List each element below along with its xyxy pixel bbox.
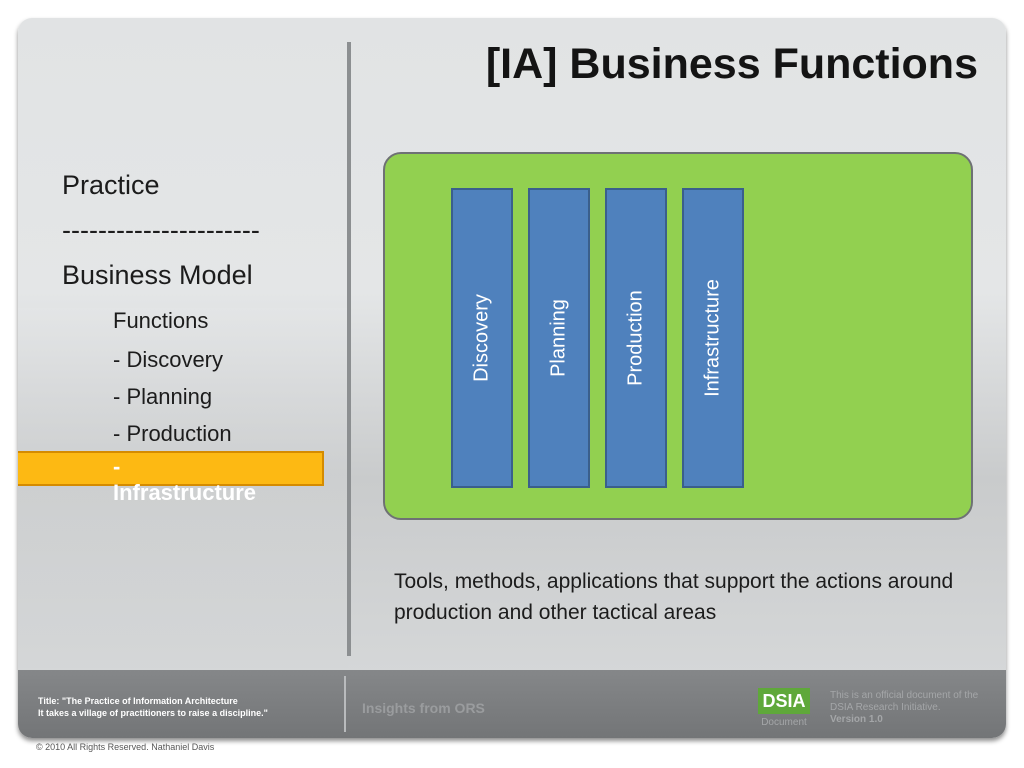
copyright-text: © 2010 All Rights Reserved. Nathaniel Da… [36, 742, 215, 752]
footer-title-line2: It takes a village of practitioners to r… [38, 708, 268, 718]
left-panel-shade [18, 308, 348, 668]
column-planning: Planning [528, 188, 590, 488]
nav-item-planning[interactable]: - Planning [113, 384, 213, 409]
nav-item-production[interactable]: - Production [113, 421, 232, 446]
slide-frame: [IA] Business Functions Practice -------… [18, 18, 1006, 738]
nav-item-infrastructure-highlight[interactable] [18, 451, 324, 486]
footer-note-line3: Version 1.0 [830, 714, 883, 725]
footer-insights: Insights from ORS [362, 700, 485, 716]
column-production: Production [605, 188, 667, 488]
nav-item-business-model[interactable]: Business Model [62, 260, 253, 290]
nav-item-discovery[interactable]: - Discovery [113, 347, 224, 372]
footer-divider [344, 676, 346, 732]
footer-note-line2: DSIA Research Initiative. [830, 702, 941, 713]
description-text: Tools, methods, applications that suppor… [394, 570, 954, 624]
dsia-logo: DSIA [758, 688, 810, 714]
nav-separator: ---------------------- [62, 215, 260, 245]
column-infrastructure: Infrastructure [682, 188, 744, 488]
business-functions-diagram: Discovery Planning Production Infrastruc… [383, 152, 973, 520]
slide-title: [IA] Business Functions [485, 40, 978, 88]
nav-item-practice[interactable]: Practice [62, 170, 160, 200]
dsia-document-label: Document [761, 717, 807, 728]
footer-title: Title: "The Practice of Information Arch… [38, 695, 268, 719]
nav-item-infrastructure[interactable]: - Infrastructure [113, 454, 257, 505]
column-label-discovery: Discovery [470, 294, 493, 382]
column-discovery: Discovery [451, 188, 513, 488]
nav-item-functions[interactable]: Functions [113, 308, 209, 333]
footer-note: This is an official document of the DSIA… [830, 690, 978, 726]
vertical-divider [347, 42, 351, 656]
footer-bar: Title: "The Practice of Information Arch… [18, 670, 1006, 738]
column-label-infrastructure: Infrastructure [701, 279, 724, 397]
column-label-planning: Planning [547, 299, 570, 377]
footer-note-line1: This is an official document of the [830, 690, 979, 701]
column-label-production: Production [624, 290, 647, 386]
footer-title-line1: Title: "The Practice of Information Arch… [38, 696, 238, 706]
